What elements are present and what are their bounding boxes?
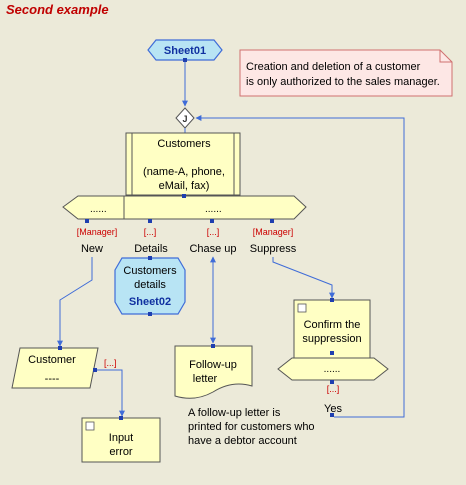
followup-letter-line-2: letter [193, 373, 218, 385]
confirm-line-2: suppression [302, 333, 361, 345]
note-line-2: is only authorized to the sales manager. [246, 76, 440, 88]
action-bar: ...... ...... [62, 194, 307, 223]
edge-suppress-confirm [272, 257, 335, 299]
action-chaseup-role: [...] [207, 227, 220, 237]
diagram-title: Second example [6, 2, 109, 17]
action-suppress-role: [Manager] [253, 227, 294, 237]
customers-details-node[interactable]: Customers details Sheet02 [114, 256, 186, 316]
action-bar-left: ...... [90, 204, 107, 215]
customers-details-line-1: Customers [123, 265, 177, 277]
action-chaseup-label[interactable]: Chase up [189, 243, 236, 255]
confirm-line-1: Confirm the [304, 319, 361, 331]
sheet01-label: Sheet01 [164, 45, 206, 57]
customers-attrs-2: eMail, fax) [159, 180, 210, 192]
junction-label: J [182, 114, 187, 124]
action-new-label[interactable]: New [81, 243, 103, 255]
customer-form-node[interactable]: Customer ---- [11, 346, 99, 389]
sheet02-label: Sheet02 [129, 296, 171, 308]
action-bar-right: ...... [205, 204, 222, 215]
action-suppress-label[interactable]: Suppress [250, 243, 297, 255]
followup-letter-line-1: Follow-up [189, 359, 237, 371]
edge-new-customer [57, 257, 93, 347]
confirm-bar-dots: ...... [324, 364, 341, 375]
note-line-1: Creation and deletion of a customer [246, 61, 421, 73]
input-error-node[interactable]: Input error [81, 416, 161, 463]
input-error-role: [...] [104, 358, 117, 368]
edge-yes-junction [195, 115, 405, 418]
input-error-line-1: Input [109, 432, 133, 444]
followup-letter-node[interactable]: Follow-up letter [174, 344, 253, 399]
input-error-line-2: error [109, 446, 133, 458]
confirm-yes-label[interactable]: Yes [324, 403, 342, 415]
followup-note-2: printed for customers who [188, 421, 315, 433]
confirm-suppression-node[interactable]: Confirm the suppression [293, 298, 371, 359]
action-details-role: [...] [144, 227, 157, 237]
action-new-role: [Manager] [77, 227, 118, 237]
customer-form-value: ---- [45, 373, 60, 385]
junction-node: J [175, 107, 195, 129]
customers-node[interactable]: Customers (name-A, phone, eMail, fax) [125, 132, 241, 196]
followup-note-3: have a debtor account [188, 435, 297, 447]
confirm-action-bar: ...... [277, 357, 389, 384]
edge-customer-inputerror [97, 369, 125, 417]
customers-title: Customers [157, 138, 211, 150]
customer-form-title: Customer [28, 354, 76, 366]
customers-details-line-2: details [134, 279, 166, 291]
customers-attrs-1: (name-A, phone, [143, 166, 225, 178]
followup-note-1: A follow-up letter is [188, 407, 281, 419]
action-details-label[interactable]: Details [134, 243, 168, 255]
confirm-yes-role: [...] [327, 384, 340, 394]
sheet01-node[interactable]: Sheet01 [147, 39, 223, 62]
note-box: Creation and deletion of a customer is o… [239, 49, 453, 97]
